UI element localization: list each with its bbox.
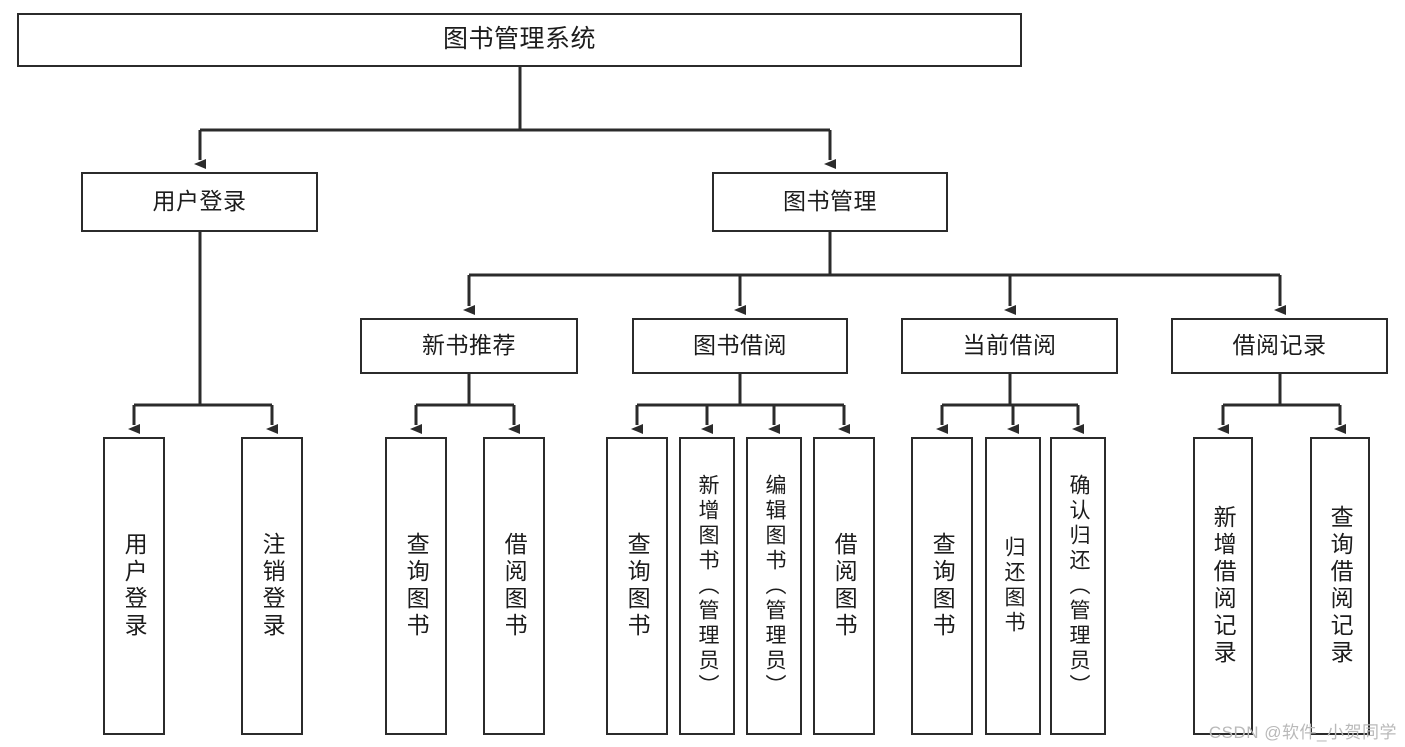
node-label-leaf-confirm-return: 确认归还（管理员） (1067, 473, 1091, 699)
node-leaf-confirm-return[interactable]: 确认归还（管理员） (1050, 437, 1106, 735)
node-leaf-edit-book[interactable]: 编辑图书（管理员） (746, 437, 802, 735)
node-label-leaf-add-book: 新增图书（管理员） (696, 473, 720, 699)
node-label-leaf-query-book-1: 查询图书 (403, 532, 430, 640)
node-label-book-manage: 图书管理 (783, 188, 877, 215)
node-leaf-query-record[interactable]: 查询借阅记录 (1310, 437, 1370, 735)
node-label-leaf-add-record: 新增借阅记录 (1210, 505, 1237, 667)
node-label-book-borrow: 图书借阅 (693, 332, 787, 359)
node-label-new-book-rec: 新书推荐 (422, 332, 516, 359)
node-label-leaf-logout: 注销登录 (259, 532, 286, 640)
node-leaf-add-book[interactable]: 新增图书（管理员） (679, 437, 735, 735)
node-leaf-query-book-2[interactable]: 查询图书 (606, 437, 668, 735)
node-leaf-logout[interactable]: 注销登录 (241, 437, 303, 735)
node-label-leaf-user-login: 用户登录 (121, 532, 148, 640)
node-leaf-user-login[interactable]: 用户登录 (103, 437, 165, 735)
node-label-leaf-return-book: 归还图书 (1002, 536, 1026, 636)
node-leaf-borrow-book-1[interactable]: 借阅图书 (483, 437, 545, 735)
node-current-borrow[interactable]: 当前借阅 (901, 318, 1118, 374)
node-label-leaf-edit-book: 编辑图书（管理员） (763, 473, 787, 699)
node-new-book-rec[interactable]: 新书推荐 (360, 318, 578, 374)
node-label-leaf-query-book-2: 查询图书 (624, 532, 651, 640)
node-book-manage[interactable]: 图书管理 (712, 172, 948, 232)
node-label-leaf-borrow-book-2: 借阅图书 (831, 532, 858, 640)
node-book-borrow[interactable]: 图书借阅 (632, 318, 848, 374)
node-borrow-record[interactable]: 借阅记录 (1171, 318, 1388, 374)
node-leaf-query-book-1[interactable]: 查询图书 (385, 437, 447, 735)
node-leaf-borrow-book-2[interactable]: 借阅图书 (813, 437, 875, 735)
node-label-borrow-record: 借阅记录 (1232, 332, 1327, 359)
node-root[interactable]: 图书管理系统 (17, 13, 1022, 67)
node-label-user-login: 用户登录 (152, 188, 247, 215)
node-label-current-borrow: 当前借阅 (962, 332, 1057, 359)
node-label-leaf-borrow-book-1: 借阅图书 (501, 532, 528, 640)
node-leaf-query-book-3[interactable]: 查询图书 (911, 437, 973, 735)
csdn-watermark: CSDN @软件_小贺同学 (1208, 723, 1397, 742)
node-label-leaf-query-book-3: 查询图书 (929, 532, 956, 640)
node-label-leaf-query-record: 查询借阅记录 (1327, 505, 1354, 667)
node-leaf-add-record[interactable]: 新增借阅记录 (1193, 437, 1253, 735)
node-user-login[interactable]: 用户登录 (81, 172, 318, 232)
node-label-root: 图书管理系统 (442, 25, 596, 54)
node-leaf-return-book[interactable]: 归还图书 (985, 437, 1041, 735)
